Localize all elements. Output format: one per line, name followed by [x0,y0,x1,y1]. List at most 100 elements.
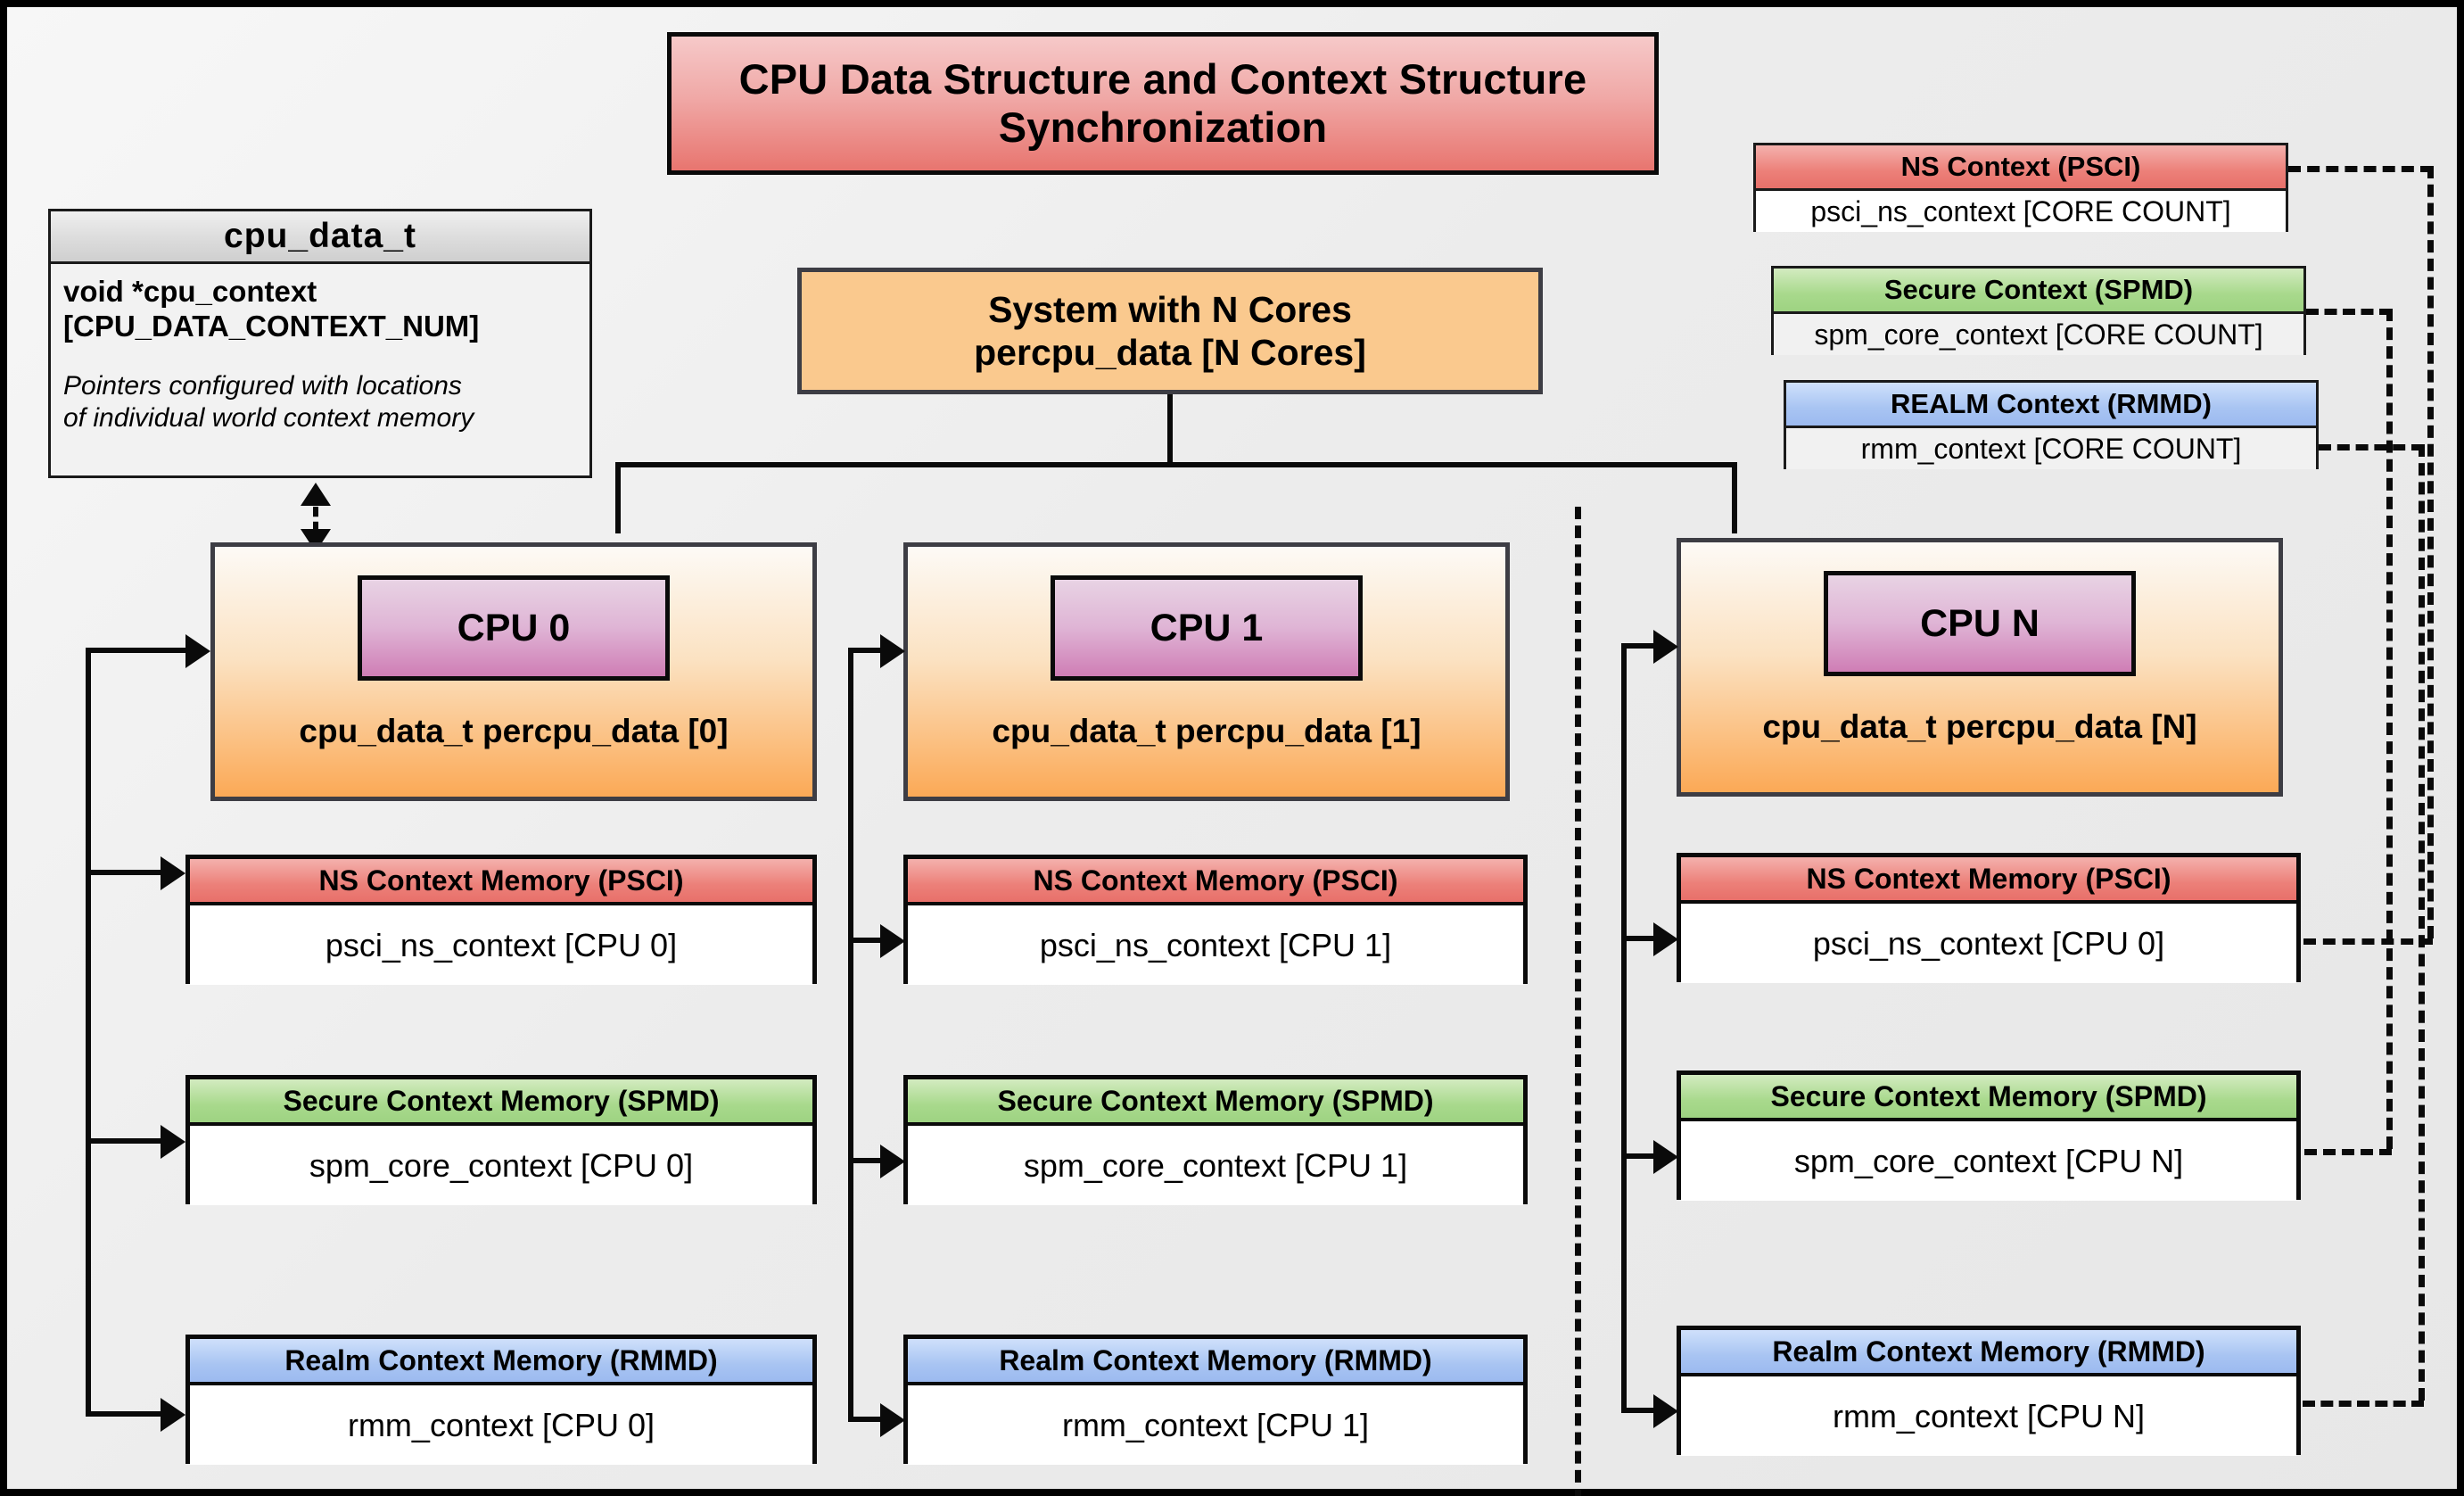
memory-realm-header-n: Realm Context Memory (RMMD) [1681,1330,2296,1376]
cpu1-pointer-arrow-realm-icon [880,1403,905,1437]
global-ns-dashed-bottom [2187,938,2433,945]
global-secure-dashed-top [2306,309,2392,315]
memory-card-secure-1: Secure Context Memory (SPMD) spm_core_co… [903,1075,1528,1205]
uml-link-dashed-line [313,507,318,532]
global-ns-dashed-vertical [2427,166,2434,938]
memory-card-realm-1: Realm Context Memory (RMMD) rmm_context … [903,1335,1528,1465]
memory-secure-header-0: Secure Context Memory (SPMD) [190,1079,812,1126]
system-bus-stem [1167,394,1173,467]
cpun-pointer-trunk [1621,643,1627,1412]
memory-ns-body-0: psci_ns_context [CPU 0] [190,905,812,985]
global-context-realm-body: rmm_context [CORE COUNT] [1786,428,2316,469]
memory-ns-header-n: NS Context Memory (PSCI) [1681,857,2296,904]
cpu0-pointer-arrow-ns-icon [161,856,185,890]
memory-ns-body-n: psci_ns_context [CPU 0] [1681,904,2296,983]
cpu-chip-0: CPU 0 [358,575,670,681]
system-node: System with N Cores percpu_data [N Cores… [797,268,1543,394]
memory-secure-body-n: spm_core_context [CPU N] [1681,1121,2296,1201]
system-bus-drop-cpu0 [615,462,621,533]
cpu-data-t-field-index: [CPU_DATA_CONTEXT_NUM] [63,309,480,343]
cpu-data-label-n: cpu_data_t percpu_data [N] [1762,708,2197,745]
cpu0-pointer-arrow-realm-icon [161,1398,185,1432]
cpu1-pointer-branch-box [848,648,886,653]
memory-card-ns-n: NS Context Memory (PSCI) psci_ns_context… [1677,853,2301,983]
memory-card-realm-n: Realm Context Memory (RMMD) rmm_context … [1677,1326,2301,1456]
diagram-panel: CPU Data Structure and Context Structure… [7,7,2457,1496]
memory-ns-body-1: psci_ns_context [CPU 1] [908,905,1523,985]
cpu-data-t-note-line-1: Pointers configured with locations [63,371,462,401]
global-context-secure-header: Secure Context (SPMD) [1774,269,2303,314]
cpun-pointer-branch-secure [1621,1153,1659,1159]
cpu0-pointer-branch-box [86,648,191,653]
cpu1-pointer-arrow-ns-icon [880,924,905,958]
cpu-data-t-note-line-2: of individual world context memory [63,403,474,434]
global-context-ns-header: NS Context (PSCI) [1756,145,2286,191]
cpu0-pointer-branch-realm [86,1411,166,1417]
cpu1-pointer-branch-secure [848,1158,886,1163]
global-context-card-realm: REALM Context (RMMD) rmm_context [CORE C… [1784,380,2319,469]
cpu1-pointer-arrow-secure-icon [880,1145,905,1178]
global-context-card-ns: NS Context (PSCI) psci_ns_context [CORE … [1753,143,2288,232]
cpu-chip-1: CPU 1 [1051,575,1363,681]
memory-secure-body-0: spm_core_context [CPU 0] [190,1126,812,1205]
memory-ns-header-0: NS Context Memory (PSCI) [190,859,812,905]
cpu0-pointer-arrow-box-icon [185,634,210,668]
global-realm-dashed-bottom [2194,1401,2424,1407]
memory-card-realm-0: Realm Context Memory (RMMD) rmm_context … [185,1335,817,1465]
memory-realm-body-1: rmm_context [CPU 1] [908,1385,1523,1465]
global-ns-dashed-top [2288,166,2433,172]
memory-secure-header-n: Secure Context Memory (SPMD) [1681,1075,2296,1121]
cpun-pointer-arrow-ns-icon [1653,922,1678,956]
title-line-2: Synchronization [998,103,1328,151]
cpu-data-t-struct: cpu_data_t void *cpu_context [CPU_DATA_C… [48,209,592,478]
cpu0-pointer-branch-ns [86,870,166,875]
global-realm-dashed-vertical [2419,444,2425,1401]
memory-secure-header-1: Secure Context Memory (SPMD) [908,1079,1523,1126]
cpu1-pointer-trunk [848,648,853,1417]
memory-card-secure-0: Secure Context Memory (SPMD) spm_core_co… [185,1075,817,1205]
cpu1-pointer-branch-realm [848,1417,886,1422]
cpu0-pointer-arrow-secure-icon [161,1125,185,1159]
memory-secure-body-1: spm_core_context [CPU 1] [908,1126,1523,1205]
cpu-node-0: CPU 0 cpu_data_t percpu_data [0] [210,542,817,801]
global-context-card-secure: Secure Context (SPMD) spm_core_context [… [1771,266,2306,355]
cpu-chip-n: CPU N [1824,571,2136,676]
cpun-pointer-arrow-box-icon [1653,630,1678,664]
cpu-data-label-1: cpu_data_t percpu_data [1] [992,713,1422,749]
system-bus-horizontal [615,462,1737,467]
global-secure-dashed-vertical [2386,309,2393,1149]
cpun-pointer-arrow-secure-icon [1653,1140,1678,1174]
memory-realm-header-0: Realm Context Memory (RMMD) [190,1339,812,1385]
column-divider-dashed [1575,507,1581,1496]
cpu1-pointer-arrow-box-icon [880,634,905,668]
memory-realm-header-1: Realm Context Memory (RMMD) [908,1339,1523,1385]
cpu-data-t-field: void *cpu_context [63,275,317,308]
system-bus-drop-cpun [1732,462,1737,533]
global-context-ns-body: psci_ns_context [CORE COUNT] [1756,191,2286,232]
cpu-node-1: CPU 1 cpu_data_t percpu_data [1] [903,542,1510,801]
cpun-pointer-branch-ns [1621,936,1659,941]
cpu-data-t-body: void *cpu_context [CPU_DATA_CONTEXT_NUM]… [51,264,589,434]
memory-realm-body-n: rmm_context [CPU N] [1681,1376,2296,1456]
cpu-data-label-0: cpu_data_t percpu_data [0] [299,713,729,749]
cpu-node-n: CPU N cpu_data_t percpu_data [N] [1677,538,2283,797]
system-line-1: System with N Cores [988,288,1352,330]
memory-realm-body-0: rmm_context [CPU 0] [190,1385,812,1465]
uml-link-arrow-up-icon [301,483,331,506]
cpu-data-t-note: Pointers configured with locations of in… [63,370,577,434]
cpun-pointer-branch-box [1621,643,1659,649]
global-context-secure-body: spm_core_context [CORE COUNT] [1774,314,2303,355]
memory-card-secure-n: Secure Context Memory (SPMD) spm_core_co… [1677,1070,2301,1201]
cpu0-pointer-branch-secure [86,1138,166,1144]
memory-card-ns-0: NS Context Memory (PSCI) psci_ns_context… [185,855,817,985]
cpun-pointer-arrow-realm-icon [1653,1394,1678,1428]
global-realm-dashed-top [2319,444,2424,450]
title-line-1: CPU Data Structure and Context Structure [738,55,1587,103]
cpun-pointer-branch-realm [1621,1408,1659,1413]
cpu-data-t-name: cpu_data_t [51,211,589,264]
diagram-title: CPU Data Structure and Context Structure… [667,32,1659,175]
global-context-realm-header: REALM Context (RMMD) [1786,383,2316,428]
memory-card-ns-1: NS Context Memory (PSCI) psci_ns_context… [903,855,1528,985]
memory-ns-header-1: NS Context Memory (PSCI) [908,859,1523,905]
